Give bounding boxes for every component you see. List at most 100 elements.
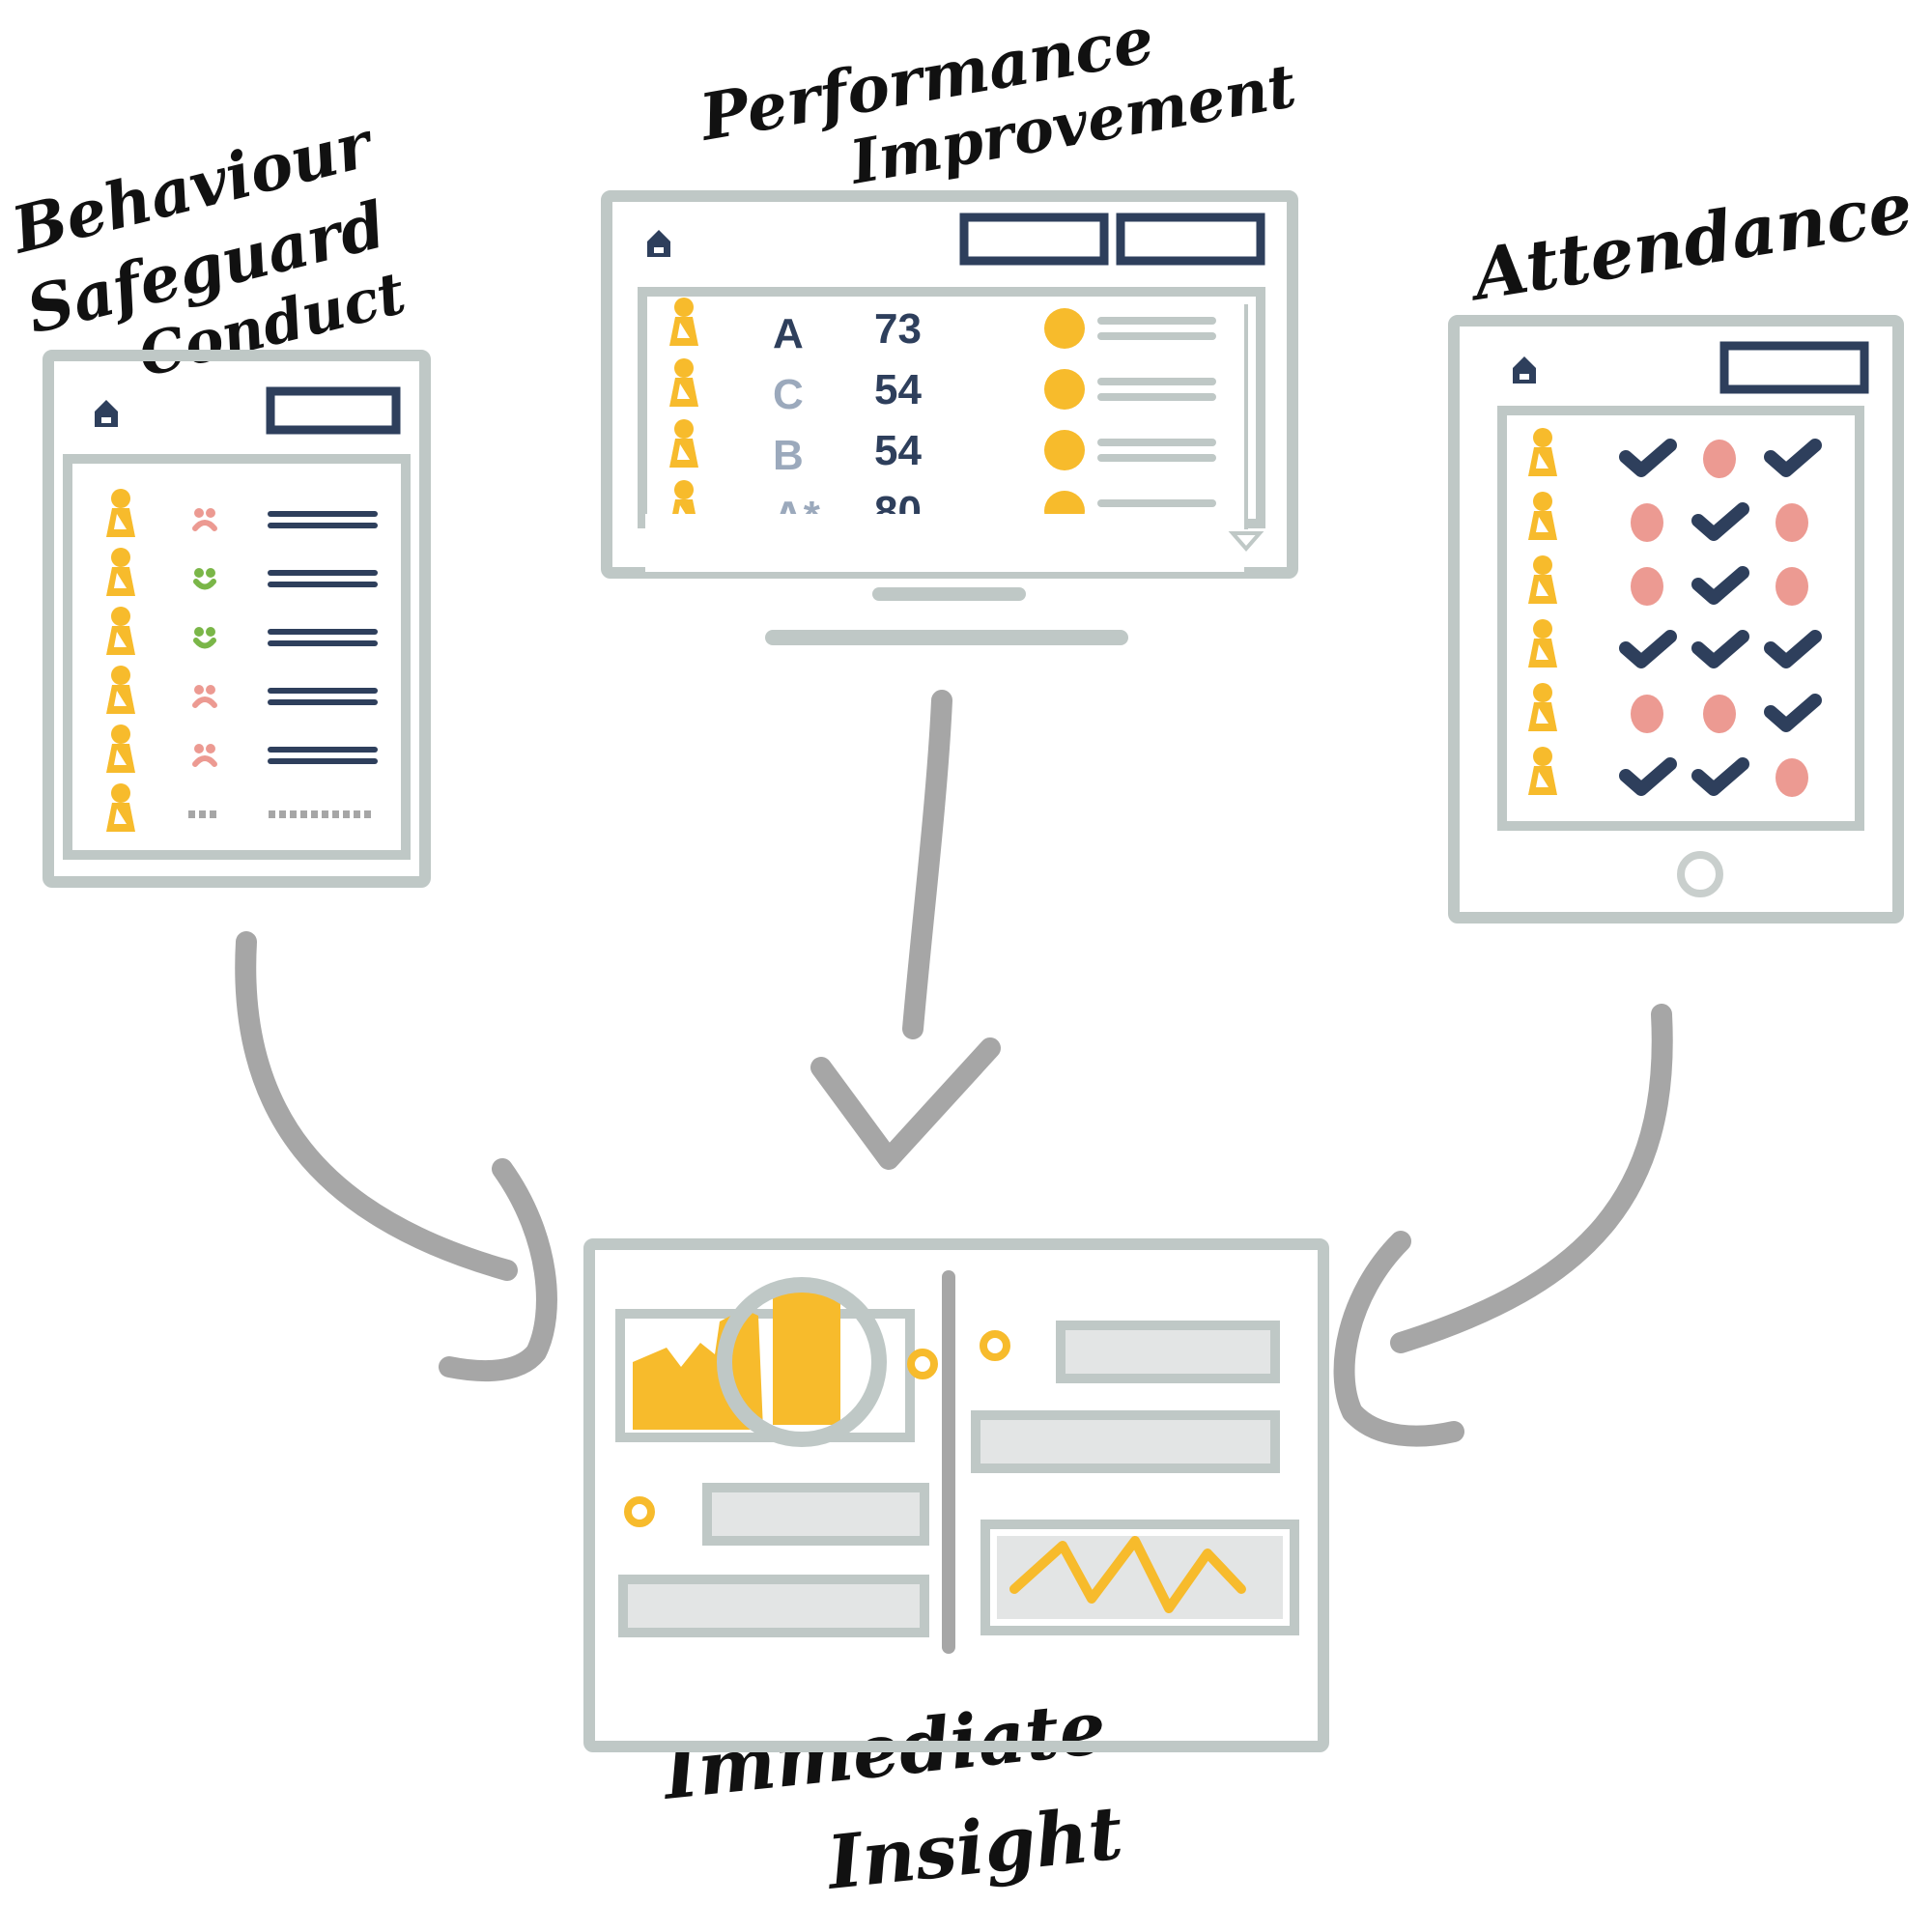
- sad-face-icon: [194, 685, 215, 705]
- attendance-label-text: Attendance: [1462, 165, 1918, 317]
- insight-label-line2: Insight: [822, 1789, 1127, 1906]
- absence-dot-icon[interactable]: [1631, 503, 1663, 542]
- home-icon[interactable]: [95, 400, 118, 427]
- person-icon: [106, 724, 135, 773]
- line-chart-icon: [1009, 1536, 1246, 1613]
- summary-bar: [618, 1575, 929, 1637]
- attendance-row[interactable]: [1528, 683, 1815, 733]
- arrow-left-head: [439, 1158, 557, 1382]
- arrow-center-head: [810, 1037, 1001, 1170]
- person-icon: [669, 358, 698, 407]
- check-icon[interactable]: [1626, 445, 1670, 470]
- check-icon[interactable]: [1698, 637, 1743, 662]
- absence-dot-icon[interactable]: [1776, 503, 1808, 542]
- performance-row[interactable]: B 54: [669, 419, 1216, 479]
- performance-header-button-2[interactable]: [1116, 213, 1265, 266]
- bar-chart-bar: [773, 1290, 840, 1425]
- attendance-row[interactable]: [1528, 555, 1808, 606]
- behaviour-row[interactable]: [106, 783, 372, 832]
- performance-header-button-1[interactable]: [959, 213, 1109, 266]
- summary-bar: [702, 1483, 929, 1546]
- happy-face-icon: [194, 627, 215, 646]
- person-icon: [106, 548, 135, 596]
- tablet-home-button[interactable]: [1677, 851, 1723, 897]
- indicator-dot: [907, 1349, 938, 1379]
- donut-chart-icon: [717, 1277, 887, 1447]
- person-icon: [106, 666, 135, 714]
- person-icon: [1528, 619, 1557, 668]
- behaviour-row[interactable]: [106, 666, 378, 714]
- attendance-row[interactable]: [1528, 619, 1815, 668]
- check-icon[interactable]: [1771, 637, 1815, 662]
- attendance-row[interactable]: [1528, 492, 1808, 542]
- check-icon[interactable]: [1698, 573, 1743, 598]
- behaviour-header-button[interactable]: [266, 386, 401, 435]
- behaviour-row[interactable]: [106, 489, 378, 537]
- performance-list: A73C54B54A*80: [645, 298, 1244, 572]
- attendance-row[interactable]: [1528, 428, 1815, 478]
- indicator-dot: [624, 1496, 655, 1527]
- absence-dot-icon[interactable]: [1776, 758, 1808, 797]
- check-icon[interactable]: [1771, 700, 1815, 725]
- behaviour-tablet-frame: [43, 350, 431, 888]
- summary-bar: [1056, 1321, 1280, 1383]
- absence-dot-icon[interactable]: [1776, 567, 1808, 606]
- sad-face-icon: [194, 508, 215, 528]
- insight-label: Immediate Insight: [658, 1684, 1127, 1906]
- behaviour-row[interactable]: [106, 724, 378, 773]
- arrow-right-shaft: [1390, 1004, 1673, 1353]
- check-icon[interactable]: [1698, 764, 1743, 789]
- person-icon: [1528, 555, 1557, 604]
- list-clip-mask: [645, 514, 1244, 572]
- home-icon[interactable]: [647, 230, 670, 257]
- arrow-left-shaft: [235, 931, 518, 1281]
- attendance-row[interactable]: [1528, 747, 1808, 797]
- absence-dot-icon[interactable]: [1703, 695, 1736, 733]
- behaviour-list-panel: [63, 454, 411, 860]
- attendance-grid-panel: [1497, 406, 1864, 831]
- grade-label: A: [773, 310, 804, 357]
- behaviour-label: Behaviour Safeguard Conduct: [3, 105, 412, 390]
- arrow-right-head: [1333, 1231, 1464, 1447]
- indicator-dot: [980, 1330, 1010, 1361]
- score-value: 54: [874, 427, 922, 474]
- score-value: 54: [874, 366, 922, 413]
- performance-monitor: A73C54B54A*80: [601, 190, 1298, 645]
- check-icon[interactable]: [1626, 637, 1670, 662]
- check-icon[interactable]: [1626, 764, 1670, 789]
- person-icon: [106, 489, 135, 537]
- absence-dot-icon[interactable]: [1631, 695, 1663, 733]
- grade-label: B: [773, 432, 804, 479]
- person-icon: [106, 607, 135, 655]
- performance-label: Performance Improvement: [693, 2, 1301, 199]
- performance-row[interactable]: A 73: [669, 298, 1216, 357]
- status-dot: [1044, 430, 1085, 470]
- person-icon: [669, 419, 698, 468]
- home-icon[interactable]: [1513, 356, 1536, 384]
- scroll-arrow-icon[interactable]: [1228, 531, 1264, 553]
- attendance-grid: [1528, 428, 1815, 797]
- grade-label: C: [773, 371, 804, 418]
- status-dot: [1044, 308, 1085, 349]
- attendance-header-button[interactable]: [1719, 341, 1869, 394]
- insight-dashboard: [583, 1238, 1329, 1752]
- absence-dot-icon[interactable]: [1631, 567, 1663, 606]
- behaviour-row[interactable]: [106, 548, 378, 596]
- behaviour-list: [106, 489, 378, 832]
- behaviour-row[interactable]: [106, 607, 378, 655]
- performance-row[interactable]: C 54: [669, 358, 1216, 418]
- status-dot: [1044, 369, 1085, 410]
- check-icon[interactable]: [1698, 509, 1743, 534]
- score-value: 73: [874, 305, 922, 353]
- arrow-center-shaft: [902, 690, 952, 1039]
- attendance-label: Attendance: [1462, 165, 1918, 317]
- absence-dot-icon[interactable]: [1703, 440, 1736, 478]
- performance-list-panel: [638, 287, 1265, 528]
- person-icon: [1528, 492, 1557, 540]
- flow-arrows: [235, 690, 1673, 1447]
- person-icon: [669, 298, 698, 346]
- line-chart-panel: [980, 1520, 1299, 1635]
- person-icon: [1528, 428, 1557, 476]
- check-icon[interactable]: [1771, 445, 1815, 470]
- person-icon: [1528, 683, 1557, 731]
